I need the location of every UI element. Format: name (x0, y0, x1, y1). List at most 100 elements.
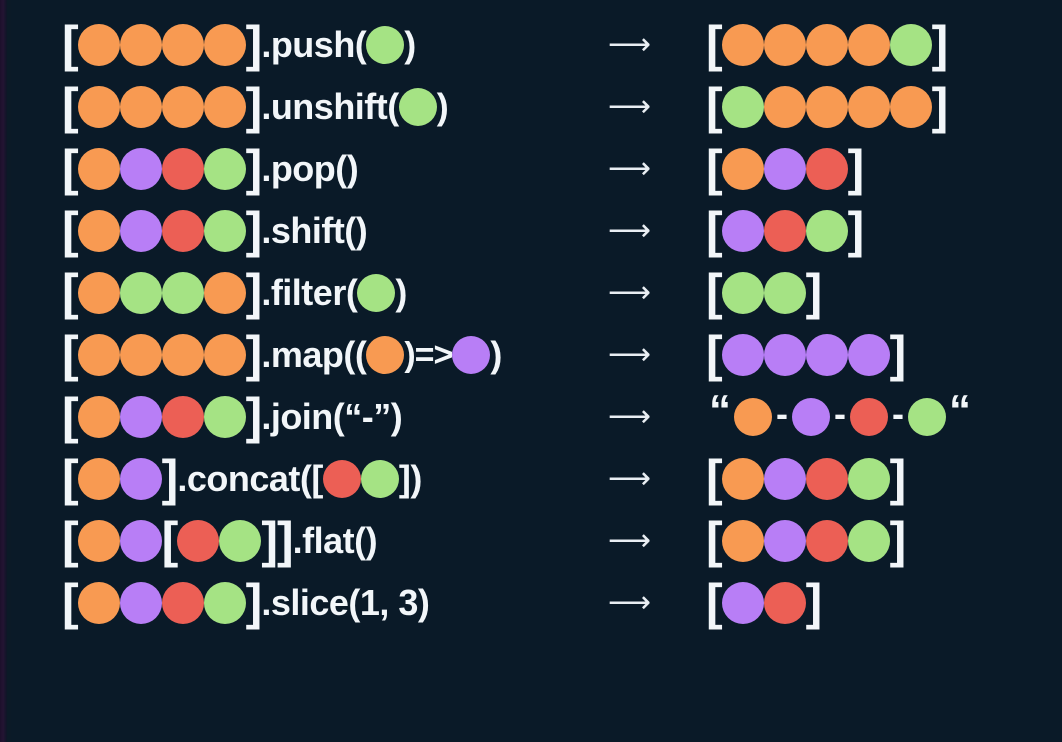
item-dot-orange (77, 458, 120, 500)
close-bracket: ] (161, 450, 179, 506)
result-open-bracket: [ (706, 202, 723, 258)
method-label-map: .map(( (261, 334, 367, 375)
item-dot-green (366, 26, 405, 64)
item-dot-green (908, 398, 946, 436)
item-dot-green (119, 272, 162, 314)
item-dot-red (161, 582, 204, 624)
expression-shift: [].shift() (62, 202, 368, 258)
expression-join: [].join(“-”) (62, 388, 403, 444)
item-dot-purple (721, 334, 764, 376)
method-row-unshift: [].unshift()⟶[] (0, 76, 1062, 138)
item-dot-green (889, 24, 932, 66)
item-dot-purple (763, 458, 806, 500)
open-bracket: [ (62, 202, 79, 258)
method-row-pop: [].pop()⟶[] (0, 138, 1062, 200)
expression-unshift: [].unshift() (62, 81, 449, 131)
item-dot-purple (721, 210, 764, 252)
item-dot-green (203, 396, 246, 438)
result-open-bracket: [ (706, 574, 723, 630)
method-row-map: [].map(()=>)⟶[] (0, 324, 1062, 386)
item-dot-orange (77, 272, 120, 314)
open-bracket: [ (62, 512, 79, 568)
method-row-slice: [].slice(1, 3)⟶[] (0, 572, 1062, 634)
transform-arrow-icon: ⟶ (608, 337, 651, 372)
transform-arrow-icon: ⟶ (608, 275, 651, 310)
expression-flat: [[]].flat() (62, 512, 378, 568)
result-open-bracket: [ (706, 264, 723, 320)
item-dot-orange (119, 334, 162, 376)
close-bracket: ] (276, 512, 294, 568)
open-bracket: [ (62, 16, 79, 72)
result-concat: [] (706, 450, 907, 506)
result-unshift: [] (706, 81, 948, 131)
item-dot-green (360, 460, 399, 498)
result-map: [] (706, 329, 906, 379)
expression-concat: [].concat([]) (62, 450, 422, 506)
result-close-bracket: ] (847, 202, 865, 258)
method-label-filter: .filter( (261, 272, 358, 313)
open-bracket: [ (62, 388, 79, 444)
result-push: [] (706, 19, 948, 69)
item-dot-orange (77, 396, 120, 438)
result-flat: [] (706, 512, 906, 568)
result-close-quote: “ (949, 386, 971, 435)
item-dot-green (805, 210, 848, 252)
item-dot-purple (119, 396, 162, 438)
close-bracket: ] (245, 202, 263, 258)
item-dot-orange (847, 86, 890, 128)
item-dot-purple (119, 520, 162, 562)
expression-push: [].push() (62, 16, 416, 72)
item-dot-orange (203, 334, 246, 376)
left-edge-strip-inner (7, 0, 11, 742)
item-dot-orange (77, 24, 120, 66)
result-open-bracket: [ (706, 512, 723, 568)
result-open-bracket: [ (706, 140, 723, 196)
result-shift: [] (706, 202, 865, 258)
result-close-bracket: ] (805, 574, 823, 630)
item-dot-purple (119, 458, 162, 500)
item-dot-orange (721, 520, 764, 562)
item-dot-green (219, 520, 262, 562)
method-tail-map: ) (490, 334, 502, 375)
item-dot-orange (119, 86, 162, 128)
transform-arrow-icon: ⟶ (608, 523, 651, 558)
method-label-flat: .flat() (292, 520, 378, 561)
item-dot-orange (721, 458, 764, 500)
nested-open-bracket: [ (161, 512, 179, 568)
item-dot-green (203, 148, 246, 190)
item-dot-orange (77, 148, 120, 190)
transform-arrow-icon: ⟶ (608, 399, 651, 434)
result-close-bracket: ] (805, 264, 823, 320)
result-close-bracket: ] (847, 140, 865, 196)
item-dot-orange (77, 520, 120, 562)
item-dot-orange (77, 210, 120, 252)
expression-filter: [].filter() (62, 267, 407, 317)
item-dot-orange (161, 24, 204, 66)
item-dot-green (847, 520, 890, 562)
method-tail-unshift: ) (436, 86, 449, 127)
item-dot-green (721, 86, 764, 128)
left-edge-strip (0, 0, 7, 742)
result-close-bracket: ] (889, 450, 907, 506)
transform-arrow-icon: ⟶ (608, 151, 651, 186)
item-dot-red (805, 148, 848, 190)
nested-close-bracket: ] (261, 512, 278, 568)
transform-arrow-icon: ⟶ (608, 213, 651, 248)
item-dot-purple (847, 334, 890, 376)
method-row-join: [].join(“-”)⟶“---“ (0, 386, 1062, 448)
result-pop: [] (706, 140, 865, 196)
transform-arrow-icon: ⟶ (608, 585, 651, 620)
result-filter: [] (706, 264, 823, 320)
item-dot-purple (792, 398, 830, 436)
item-dot-red (177, 520, 220, 562)
method-tail-push: ) (404, 24, 416, 65)
close-bracket: ] (245, 574, 263, 630)
item-dot-red (850, 398, 888, 436)
method-row-push: [].push()⟶[] (0, 14, 1062, 76)
method-tail-filter: ) (395, 272, 407, 313)
item-dot-purple (763, 148, 806, 190)
method-row-concat: [].concat([])⟶[] (0, 448, 1062, 510)
open-bracket: [ (62, 140, 79, 196)
method-label-concat: .concat([ (177, 458, 323, 499)
